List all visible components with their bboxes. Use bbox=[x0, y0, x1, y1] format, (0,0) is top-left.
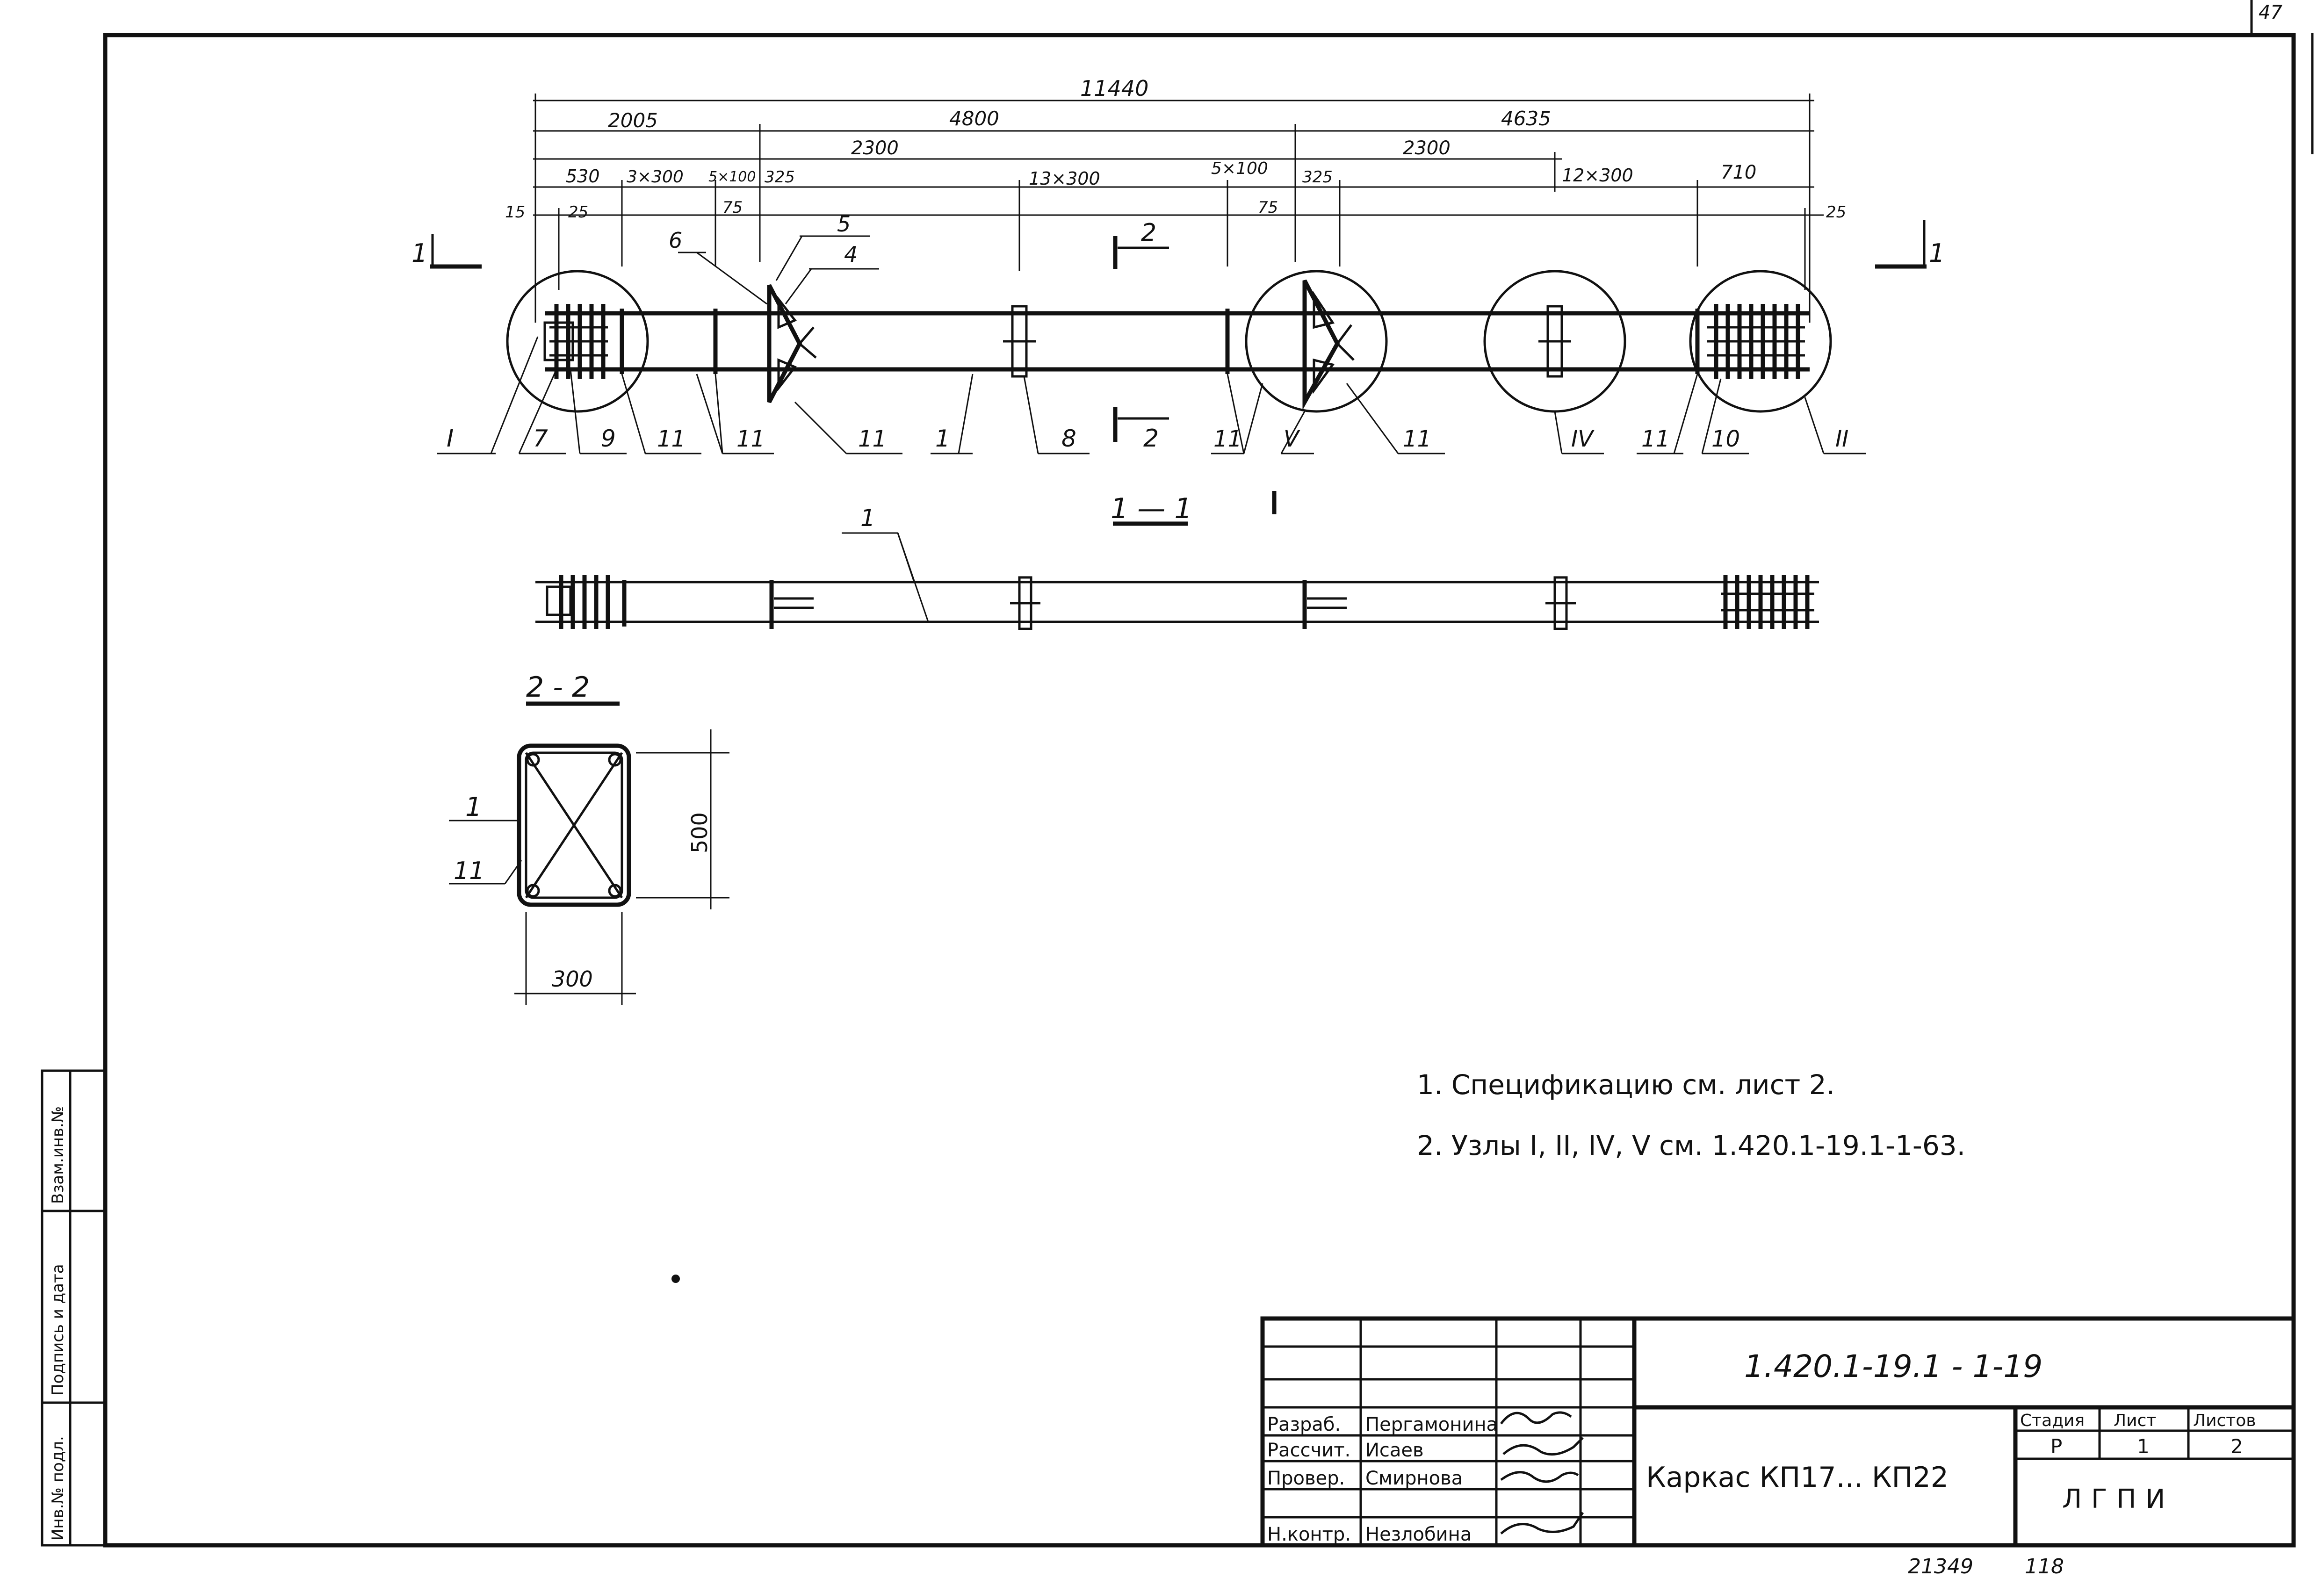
dim-12x300: 12×300 bbox=[1562, 165, 1633, 186]
archive-number: 21349 bbox=[1908, 1555, 1973, 1578]
name-4: Незлобина bbox=[1365, 1524, 1472, 1545]
section-2-2-title: 2 - 2 bbox=[526, 671, 590, 704]
side-stamp-1: Взам.инв.№ bbox=[49, 1106, 67, 1204]
section-2-bottom-label: 2 bbox=[1143, 425, 1159, 453]
section-1-left-label: 1 bbox=[411, 238, 427, 268]
callout-bottom-4: 11 bbox=[657, 426, 686, 452]
section-2-2-dim-300: 300 bbox=[552, 966, 593, 992]
callout-bottom-8: 1 bbox=[935, 425, 950, 452]
stage-header: Стадия bbox=[2020, 1411, 2085, 1430]
side-stamp-3: Инв.№ подл. bbox=[49, 1436, 67, 1541]
signatures bbox=[1500, 1411, 1584, 1535]
sheet-header: Лист bbox=[2114, 1411, 2156, 1430]
callout-bottom-6: 11 bbox=[858, 426, 887, 452]
note-1: 1. Спецификацию см. лист 2. bbox=[1417, 1069, 1835, 1101]
callout-bottom-2: 7 bbox=[533, 425, 548, 452]
ink-speck bbox=[671, 1275, 680, 1283]
dim-25-b: 25 bbox=[1826, 203, 1846, 222]
callout-4: 4 bbox=[844, 242, 858, 267]
role-1: Разраб. bbox=[1267, 1414, 1341, 1435]
doc-code: 1.420.1-19.1 - 1-19 bbox=[1744, 1348, 2043, 1384]
callout-bottom-12: 11 bbox=[1641, 426, 1670, 452]
callout-bottom-7: 11 bbox=[1213, 426, 1242, 452]
node-II-circle bbox=[1689, 270, 1832, 413]
callout-bottom-10: 11 bbox=[1403, 426, 1431, 452]
lifting-triangle-left bbox=[767, 284, 817, 404]
section-marker-2-top bbox=[1113, 236, 1169, 269]
dim-4635: 4635 bbox=[1501, 107, 1551, 130]
dim-2005: 2005 bbox=[608, 109, 658, 132]
dim-25-a: 25 bbox=[568, 203, 588, 222]
section-1-right-label: 1 bbox=[1929, 238, 1945, 268]
dimension-chains bbox=[533, 94, 1824, 323]
corner-number: 47 bbox=[2259, 2, 2282, 23]
sheets-header: Листов bbox=[2193, 1411, 2256, 1430]
name-2: Исаев bbox=[1365, 1440, 1424, 1461]
dim-15: 15 bbox=[505, 203, 525, 222]
callout-6: 6 bbox=[669, 228, 682, 253]
name-3: Смирнова bbox=[1365, 1468, 1463, 1489]
dim-75-a: 75 bbox=[722, 198, 743, 217]
name-1: Пергамонина bbox=[1365, 1414, 1498, 1435]
section-2-2-label-11: 11 bbox=[454, 857, 484, 885]
page-number: 118 bbox=[2025, 1555, 2064, 1578]
dim-325-a: 325 bbox=[765, 168, 795, 187]
callout-bottom-15: 10 bbox=[1711, 426, 1740, 452]
note-2: 2. Узлы I, II, IV, V см. 1.420.1-19.1-1-… bbox=[1417, 1130, 1965, 1161]
sheet-value: 1 bbox=[2137, 1435, 2150, 1458]
section-marker-1-left bbox=[430, 234, 482, 269]
section-1-1-title: 1 — 1 bbox=[1111, 492, 1192, 525]
section-2-2-label-1: 1 bbox=[465, 792, 482, 822]
dim-2300-a: 2300 bbox=[851, 137, 899, 159]
plan-view: 11440 2005 4800 4635 2300 2300 530 3×300… bbox=[411, 76, 1945, 454]
sheet-frame bbox=[103, 33, 2296, 1548]
section-2-2-dim-500: 500 bbox=[687, 812, 712, 853]
side-stamp bbox=[41, 1069, 107, 1547]
section-marker-2-bottom bbox=[1113, 407, 1169, 442]
lifting-triangle-right bbox=[1302, 279, 1355, 411]
callout-bottom-3: 9 bbox=[601, 425, 616, 452]
dim-5x100-a: 5×100 bbox=[708, 169, 756, 185]
callout-bottom-16: II bbox=[1835, 426, 1848, 452]
callout-bottom-9: 8 bbox=[1061, 425, 1076, 452]
side-stamp-2: Подпись и дата bbox=[49, 1264, 67, 1396]
section-1-1-label: 1 bbox=[860, 504, 875, 532]
single-stirrups bbox=[1003, 305, 1571, 378]
drawing-title: Каркас КП17... КП22 bbox=[1646, 1461, 1949, 1494]
dim-325-b: 325 bbox=[1302, 168, 1333, 187]
title-block bbox=[1260, 1316, 2296, 1548]
role-2: Рассчит. bbox=[1267, 1440, 1350, 1461]
left-stirrup-cluster bbox=[543, 304, 718, 379]
section-2-top-label: 2 bbox=[1141, 219, 1156, 247]
callout-bottom-5: 11 bbox=[736, 426, 765, 452]
role-3: Провер. bbox=[1267, 1468, 1345, 1489]
role-4: Н.контр. bbox=[1267, 1524, 1351, 1545]
dim-5x100-b: 5×100 bbox=[1211, 159, 1268, 178]
sheets-value: 2 bbox=[2230, 1435, 2243, 1458]
node-I-circle bbox=[506, 270, 649, 413]
callout-bottom-13: IV bbox=[1571, 426, 1595, 452]
section-marker-1-right bbox=[1875, 220, 1927, 269]
org-name: ЛГПИ bbox=[2062, 1484, 2174, 1514]
dim-75-b: 75 bbox=[1258, 198, 1278, 217]
dim-710: 710 bbox=[1721, 162, 1756, 183]
dim-3x300: 3×300 bbox=[627, 167, 684, 187]
callout-bottom-1: I bbox=[447, 425, 454, 453]
right-stirrup-cluster bbox=[1695, 304, 1805, 379]
dim-13x300: 13×300 bbox=[1029, 168, 1100, 189]
dim-2300-b: 2300 bbox=[1403, 137, 1451, 159]
section-2-2-view bbox=[449, 701, 729, 1005]
stage-value: Р bbox=[2050, 1435, 2062, 1458]
dim-4800: 4800 bbox=[949, 107, 999, 130]
dim-total: 11440 bbox=[1080, 76, 1148, 101]
section-1-1-view bbox=[535, 491, 1819, 630]
callout-leaders bbox=[437, 235, 1866, 454]
node-V-circle bbox=[1245, 270, 1388, 413]
callout-5: 5 bbox=[837, 211, 851, 237]
dim-530: 530 bbox=[566, 166, 600, 187]
callout-bottom-11: V bbox=[1284, 426, 1300, 452]
